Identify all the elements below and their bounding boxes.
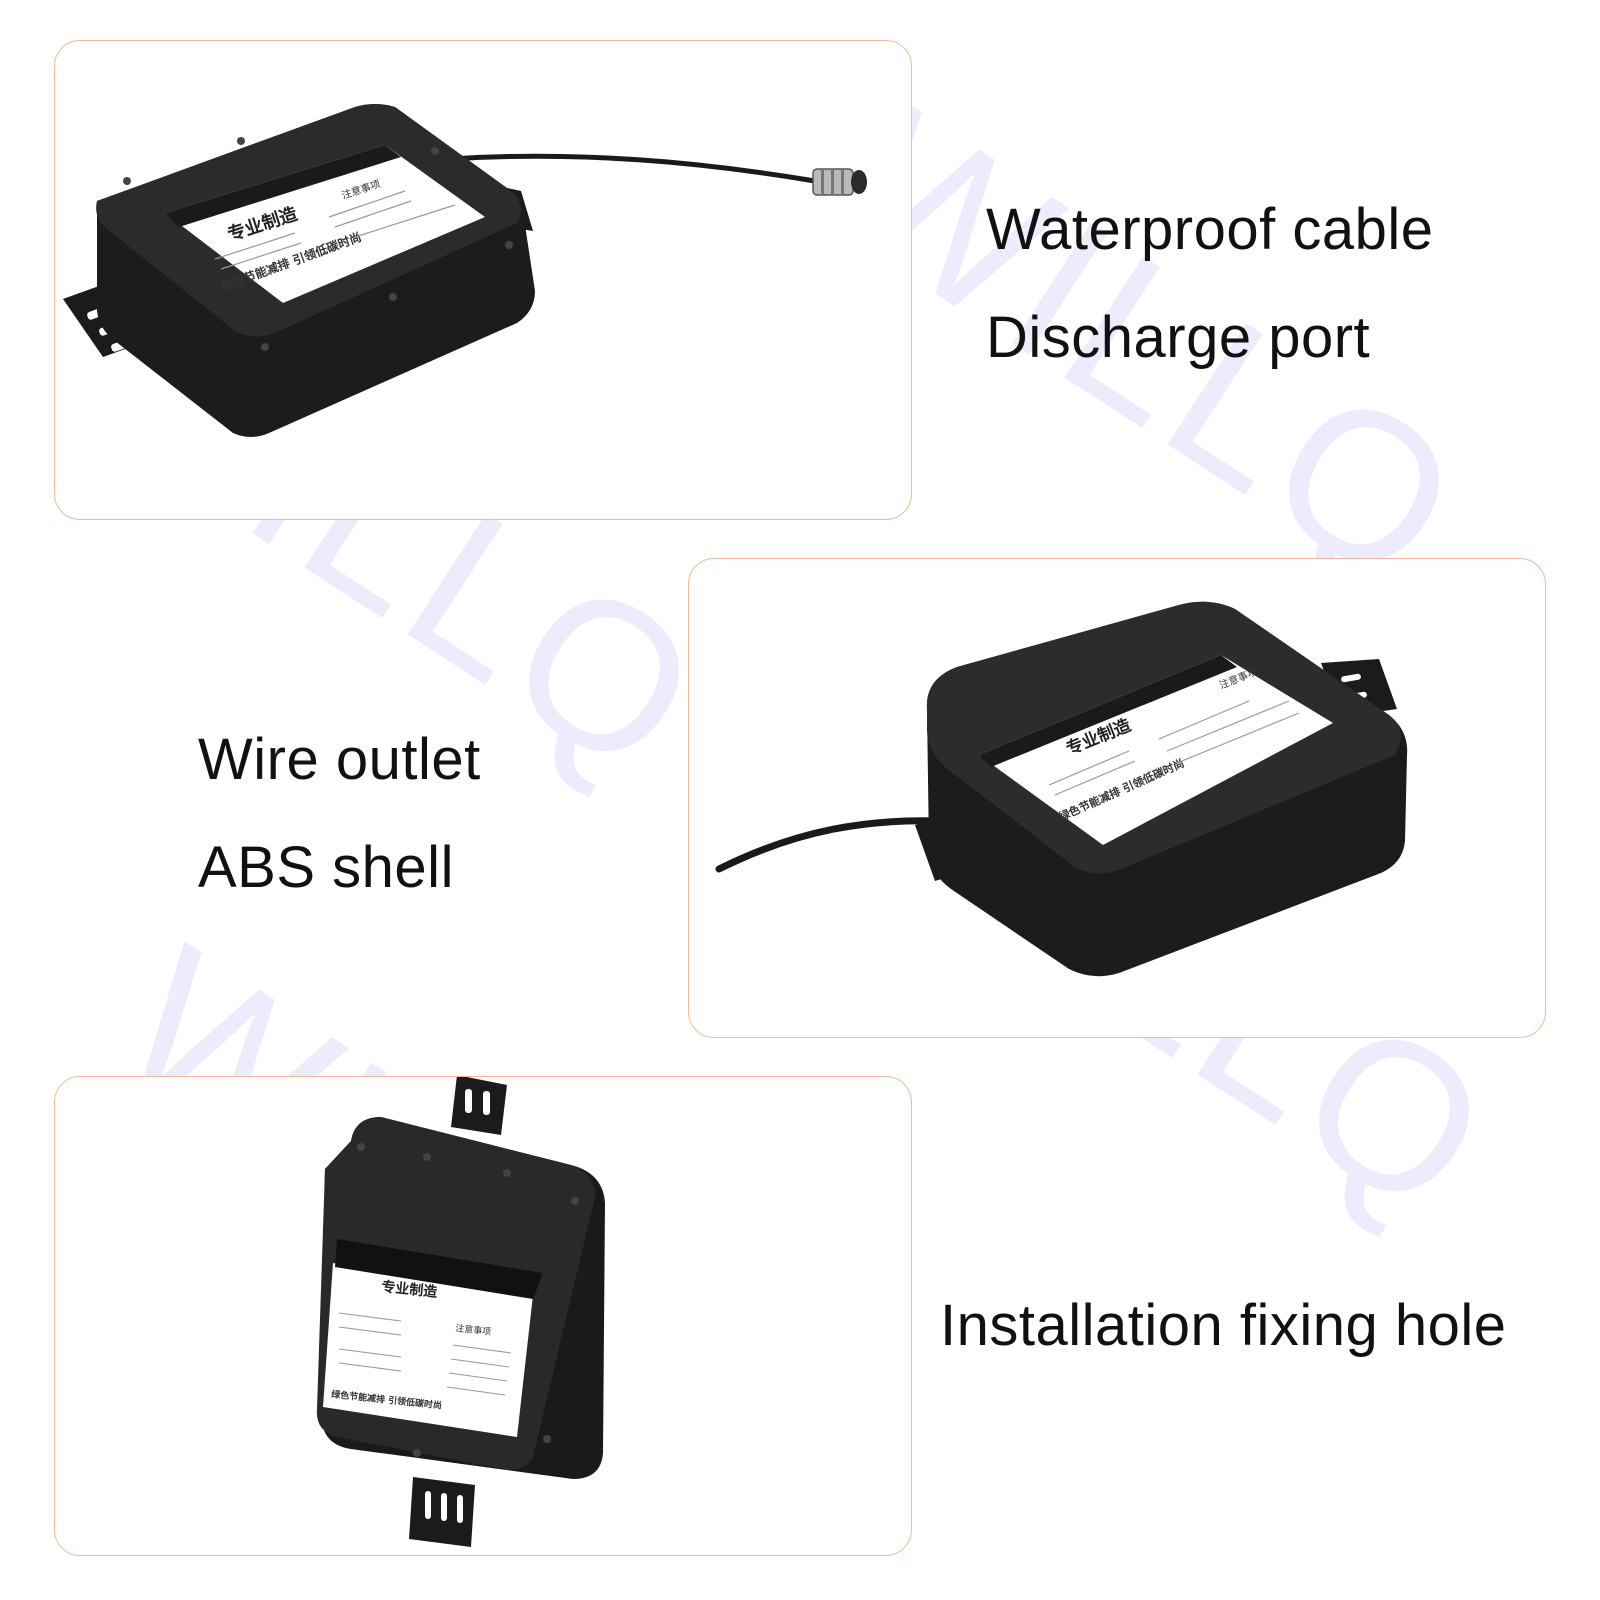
caption-abs-shell: ABS shell — [198, 835, 454, 900]
battery-box-fixing-hole-image: 专业制造 注意事项 绿色节能减排 引领低碳时尚 — [316, 1077, 605, 1547]
mounting-bracket-top — [451, 1077, 507, 1135]
caption-waterproof-cable: Waterproof cable — [986, 197, 1434, 262]
battery-box-wire-outlet-image: 专业制造 注意事项 绿色节能减排 引领低碳时尚 — [715, 601, 1408, 977]
product-photo-panel-cable: 专业制造 注意事项 绿色节能减排 引领低碳时尚 — [54, 40, 912, 520]
product-photo-panel-fixing-hole: 专业制造 注意事项 绿色节能减排 引领低碳时尚 — [54, 1076, 912, 1556]
label-notice-title: 注意事项 — [455, 1322, 492, 1338]
caption-installation-fixing-hole: Installation fixing hole — [940, 1293, 1507, 1358]
label-heading: 专业制造 — [381, 1278, 438, 1301]
aviation-connector-icon — [812, 168, 867, 196]
mounting-bracket-bottom — [409, 1477, 475, 1547]
caption-discharge-port: Discharge port — [986, 305, 1371, 370]
caption-wire-outlet: Wire outlet — [198, 727, 481, 792]
product-photo-panel-wire-outlet: 专业制造 注意事项 绿色节能减排 引领低碳时尚 — [688, 558, 1546, 1038]
battery-box-cable-image: 专业制造 注意事项 绿色节能减排 引领低碳时尚 — [63, 104, 867, 437]
